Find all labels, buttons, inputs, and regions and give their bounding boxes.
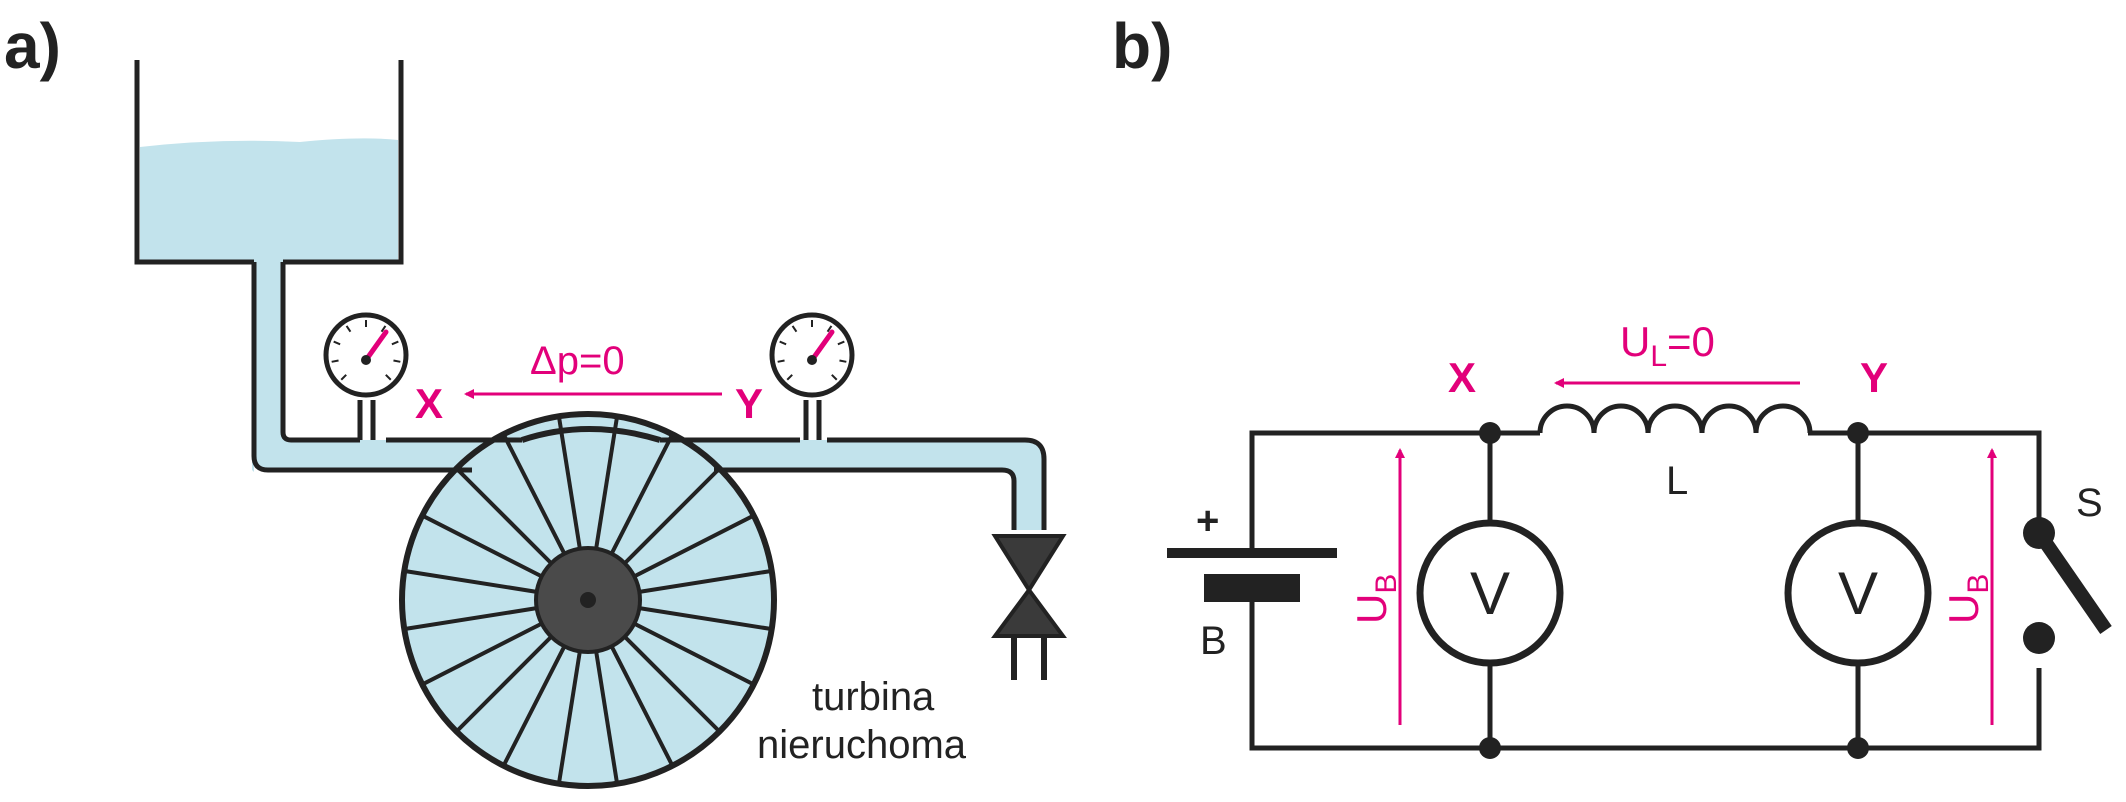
gauge-tick [777, 359, 785, 363]
turbine-blade [557, 651, 582, 783]
water-tank [134, 60, 404, 265]
panel-a-label: a) [4, 10, 61, 82]
voltmeter-1-label: V [1470, 560, 1510, 627]
turbine-blade [594, 651, 619, 783]
voltmeter-2: V [1784, 519, 1932, 667]
switch [2023, 517, 2112, 654]
turbine-blade [502, 645, 567, 765]
gauge-tick [331, 359, 339, 363]
gauge-tick [380, 325, 387, 333]
gauge-tick [340, 374, 347, 381]
turbine-wheel [399, 411, 777, 789]
gauge-tick [391, 340, 399, 346]
turbine-housing-top [522, 429, 660, 470]
turbine-axle [580, 592, 596, 608]
pressure-gauge-y [769, 312, 855, 440]
ul-rest: =0 [1667, 318, 1715, 365]
turbine-blade [557, 417, 582, 549]
gauge-tick [345, 325, 352, 333]
valve [991, 534, 1067, 680]
node-x-label-a: X [415, 380, 443, 427]
turbine-rim [399, 411, 777, 789]
battery [1167, 548, 1337, 602]
turbine-blade [423, 621, 543, 686]
junction-dots [1479, 422, 1869, 759]
turbine-blade [456, 635, 553, 732]
tank-water [140, 138, 398, 262]
turbine-blades [405, 417, 771, 783]
turbine-label-line2: nieruchoma [757, 723, 967, 767]
ub-label-left: UB [1348, 574, 1403, 624]
node-x-label-b: X [1448, 354, 1476, 401]
ub-left-main: U [1348, 594, 1395, 624]
panel-b-label: b) [1112, 10, 1172, 82]
gauge-tick [393, 359, 401, 363]
gauge-tick [831, 374, 838, 381]
battery-plus: + [1196, 499, 1219, 543]
node-y-label-a: Y [735, 380, 763, 427]
turbine-blade [633, 514, 753, 579]
turbine-blade [609, 435, 674, 555]
turbine-blade [456, 468, 553, 565]
turbine-top-cap [521, 426, 661, 443]
junction-y-bottom [1847, 737, 1869, 759]
circuit-wires [1249, 430, 2042, 751]
junction-x-bottom [1479, 737, 1501, 759]
pipe-water [252, 258, 1044, 530]
inductor-coil [1537, 403, 1813, 434]
ub-right-main: U [1940, 594, 1987, 624]
pressure-label: Δp=0 [530, 339, 625, 383]
battery-label: B [1200, 619, 1227, 663]
tank-walls [134, 60, 404, 265]
turbine-blade [623, 635, 720, 732]
turbine-blade [423, 514, 543, 579]
gauge-tick [779, 340, 787, 346]
panel-a: a) [4, 10, 1067, 789]
ul-label: UL=0 [1620, 318, 1715, 373]
ul-main: U [1620, 318, 1650, 365]
pressure-gauge-x [323, 312, 409, 440]
voltmeter-2-label: V [1838, 560, 1878, 627]
gauge-tick [786, 374, 793, 381]
turbine-blade [609, 645, 674, 765]
turbine-blade [633, 621, 753, 686]
turbine-blade [639, 569, 771, 594]
gauge-tick [826, 325, 833, 333]
ul-sub: L [1650, 340, 1667, 373]
inductor-label: L [1666, 459, 1688, 503]
gauge-tick [791, 325, 798, 333]
junction-y-top [1847, 422, 1869, 444]
panel-b: b) L + [1112, 10, 2112, 759]
gauge-tick [839, 359, 847, 363]
voltmeter-1: V [1416, 519, 1564, 667]
ub-label-right: UB [1940, 574, 1995, 624]
gauge-tick [837, 340, 845, 346]
gauge-tick [333, 340, 341, 346]
gauge-tick [385, 374, 392, 381]
node-y-label-b: Y [1860, 354, 1888, 401]
ub-right-sub: B [1962, 574, 1995, 594]
turbine-label-line1: turbina [812, 675, 935, 719]
turbine-blade [405, 606, 537, 631]
ub-left-sub: B [1370, 574, 1403, 594]
turbine-blade [639, 606, 771, 631]
turbine-blade [502, 435, 567, 555]
turbine-blade [623, 468, 720, 565]
pipe-outline [251, 262, 1047, 530]
switch-label: S [2076, 481, 2103, 525]
turbine-blade [405, 569, 537, 594]
junction-x-top [1479, 422, 1501, 444]
turbine-blade [594, 417, 619, 549]
